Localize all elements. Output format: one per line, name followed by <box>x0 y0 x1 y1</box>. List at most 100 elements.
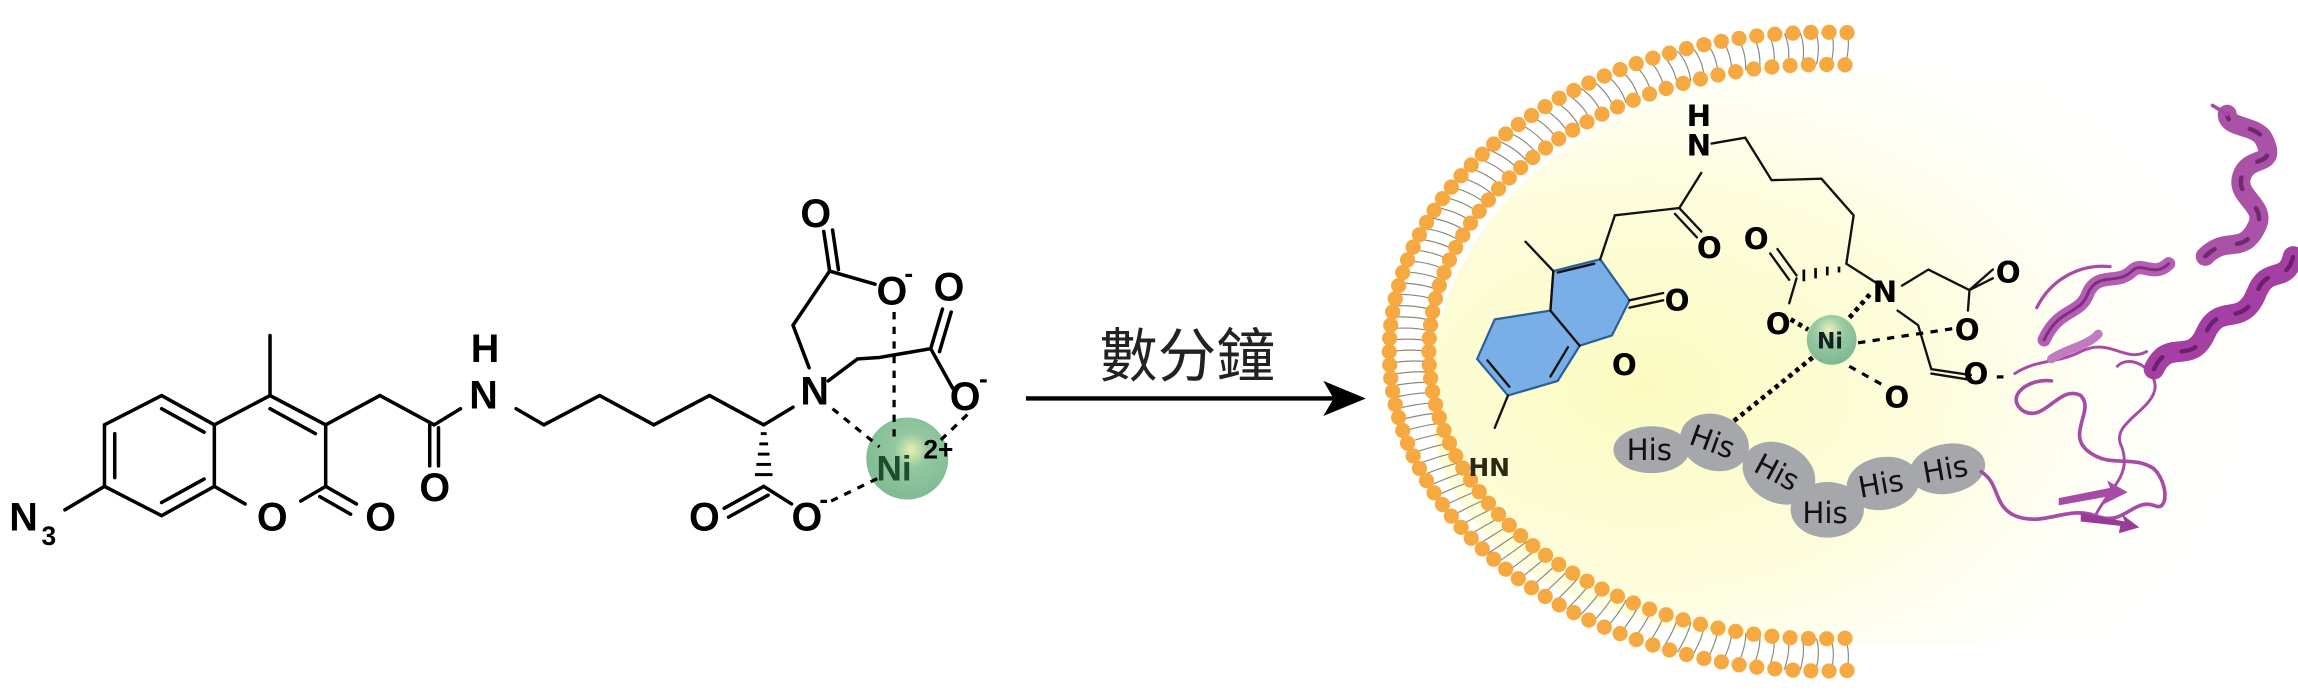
product-lactone-o-label: O <box>1665 284 1690 318</box>
product-carboxylate-o1-label: O <box>1766 307 1791 341</box>
lipid-head <box>1385 383 1401 399</box>
lipid-head <box>1710 620 1726 636</box>
product-ring-o-label: O <box>1612 348 1637 382</box>
lipid-head <box>1443 508 1459 524</box>
arrow-head-icon <box>1323 380 1366 417</box>
reaction-arrow: 數分鐘 <box>1025 322 1366 417</box>
product-carboxylate-o2-label: O <box>1955 313 1980 347</box>
lipid-head <box>1782 630 1798 646</box>
mid-carboxylate-o-label: O <box>950 375 981 419</box>
lipid-head <box>1383 317 1399 333</box>
lipid-tail <box>1676 621 1692 653</box>
ring-oxygen-label: O <box>257 495 288 539</box>
azide-subscript: 3 <box>41 521 56 551</box>
lipid-head <box>1395 265 1411 281</box>
lipid-head <box>1480 495 1497 511</box>
lipid-head <box>1418 473 1435 489</box>
product-carbonyl-o3-label: O <box>1964 357 1989 391</box>
lipid-head <box>1746 626 1762 642</box>
protein-ribbon <box>1979 103 2298 534</box>
azide-label: N <box>9 495 38 539</box>
his-residue: His <box>1846 456 1920 511</box>
lipid-head <box>1537 140 1554 156</box>
lipid-head <box>1399 252 1416 268</box>
lipid-head <box>1405 239 1421 255</box>
his-residue: His <box>1790 481 1864 538</box>
ni-sphere <box>866 417 949 500</box>
lipid-head <box>1431 409 1447 426</box>
lipid-head <box>1448 448 1464 464</box>
amide-h-label: H <box>471 327 500 371</box>
svg-text:His: His <box>1627 433 1672 467</box>
lipid-head <box>1645 637 1661 653</box>
lipid-head <box>1731 30 1747 46</box>
lipid-head <box>1581 612 1597 628</box>
lipid-head <box>1551 90 1567 106</box>
lactone-oxygen-label: O <box>365 495 396 539</box>
lipid-head <box>1510 116 1526 133</box>
lipid-head <box>1675 75 1691 91</box>
lipid-head <box>1821 24 1837 40</box>
lipid-head <box>1436 265 1452 281</box>
lipid-head <box>1431 278 1447 294</box>
lipid-head <box>1764 59 1780 75</box>
lipid-head <box>1800 630 1817 647</box>
lipid-head <box>1501 517 1517 533</box>
lipid-head <box>1641 601 1658 617</box>
beta-strand-arrow-icon <box>2080 512 2140 534</box>
lipid-head <box>1839 25 1855 41</box>
lipid-head <box>1641 86 1658 102</box>
lipid-head <box>1463 530 1479 546</box>
lipid-head <box>1566 82 1582 99</box>
top-carboxylate-o-label: O <box>877 270 908 314</box>
lipid-head <box>1395 422 1411 439</box>
amide-oxygen-label: O <box>419 466 450 510</box>
hashed-wedge <box>754 432 773 477</box>
lipid-head <box>1455 460 1471 476</box>
lipid-head <box>1839 662 1855 679</box>
lipid-head <box>1498 126 1514 142</box>
svg-text:His: His <box>1920 449 1971 490</box>
his-residue: His <box>1680 413 1749 472</box>
lipid-head <box>1510 571 1526 587</box>
lipid-head <box>1421 357 1437 373</box>
his-residue: His <box>1909 443 1986 495</box>
lipid-head <box>1692 71 1709 87</box>
lipid-head <box>1490 506 1507 522</box>
lipid-head <box>1448 239 1464 256</box>
lipid-head <box>1463 157 1479 173</box>
lipid-head <box>1764 628 1780 644</box>
lipid-head <box>1625 92 1641 108</box>
lipid-head <box>1609 99 1626 115</box>
lipid-head <box>1785 662 1801 678</box>
lipid-head <box>1594 581 1610 597</box>
lipid-head <box>1785 25 1801 41</box>
lipid-head <box>1436 422 1452 439</box>
his-residue: His <box>1613 426 1690 474</box>
lipid-head <box>1501 170 1517 186</box>
lipid-head <box>1471 484 1487 500</box>
lipid-head <box>1566 605 1582 621</box>
product-nta-linker: H N O O N O O O - O <box>1687 99 2021 427</box>
lipid-head <box>1581 75 1597 91</box>
lipid-tail <box>1422 227 1460 242</box>
lipid-head <box>1692 616 1709 632</box>
product-ni-sphere <box>1806 314 1857 365</box>
lipid-head <box>1658 607 1674 623</box>
lipid-head <box>1675 612 1691 628</box>
lipid-head <box>1645 50 1661 66</box>
lipid-head <box>1523 580 1540 596</box>
bottom-carboxylate-o-label: O <box>792 495 823 539</box>
lipid-head <box>1767 26 1783 42</box>
ni-charge: 2+ <box>923 435 953 465</box>
product-amide-n-label: N <box>1687 128 1712 162</box>
lipid-head <box>1426 202 1442 218</box>
lipid-head <box>1579 114 1595 130</box>
benzene-ring <box>102 393 217 518</box>
amine-n-label: N <box>800 369 829 413</box>
arrow-label: 數分鐘 <box>1099 322 1275 390</box>
lipid-head <box>1819 631 1835 647</box>
lipid-head <box>1434 191 1451 207</box>
lipid-head <box>1382 357 1398 373</box>
